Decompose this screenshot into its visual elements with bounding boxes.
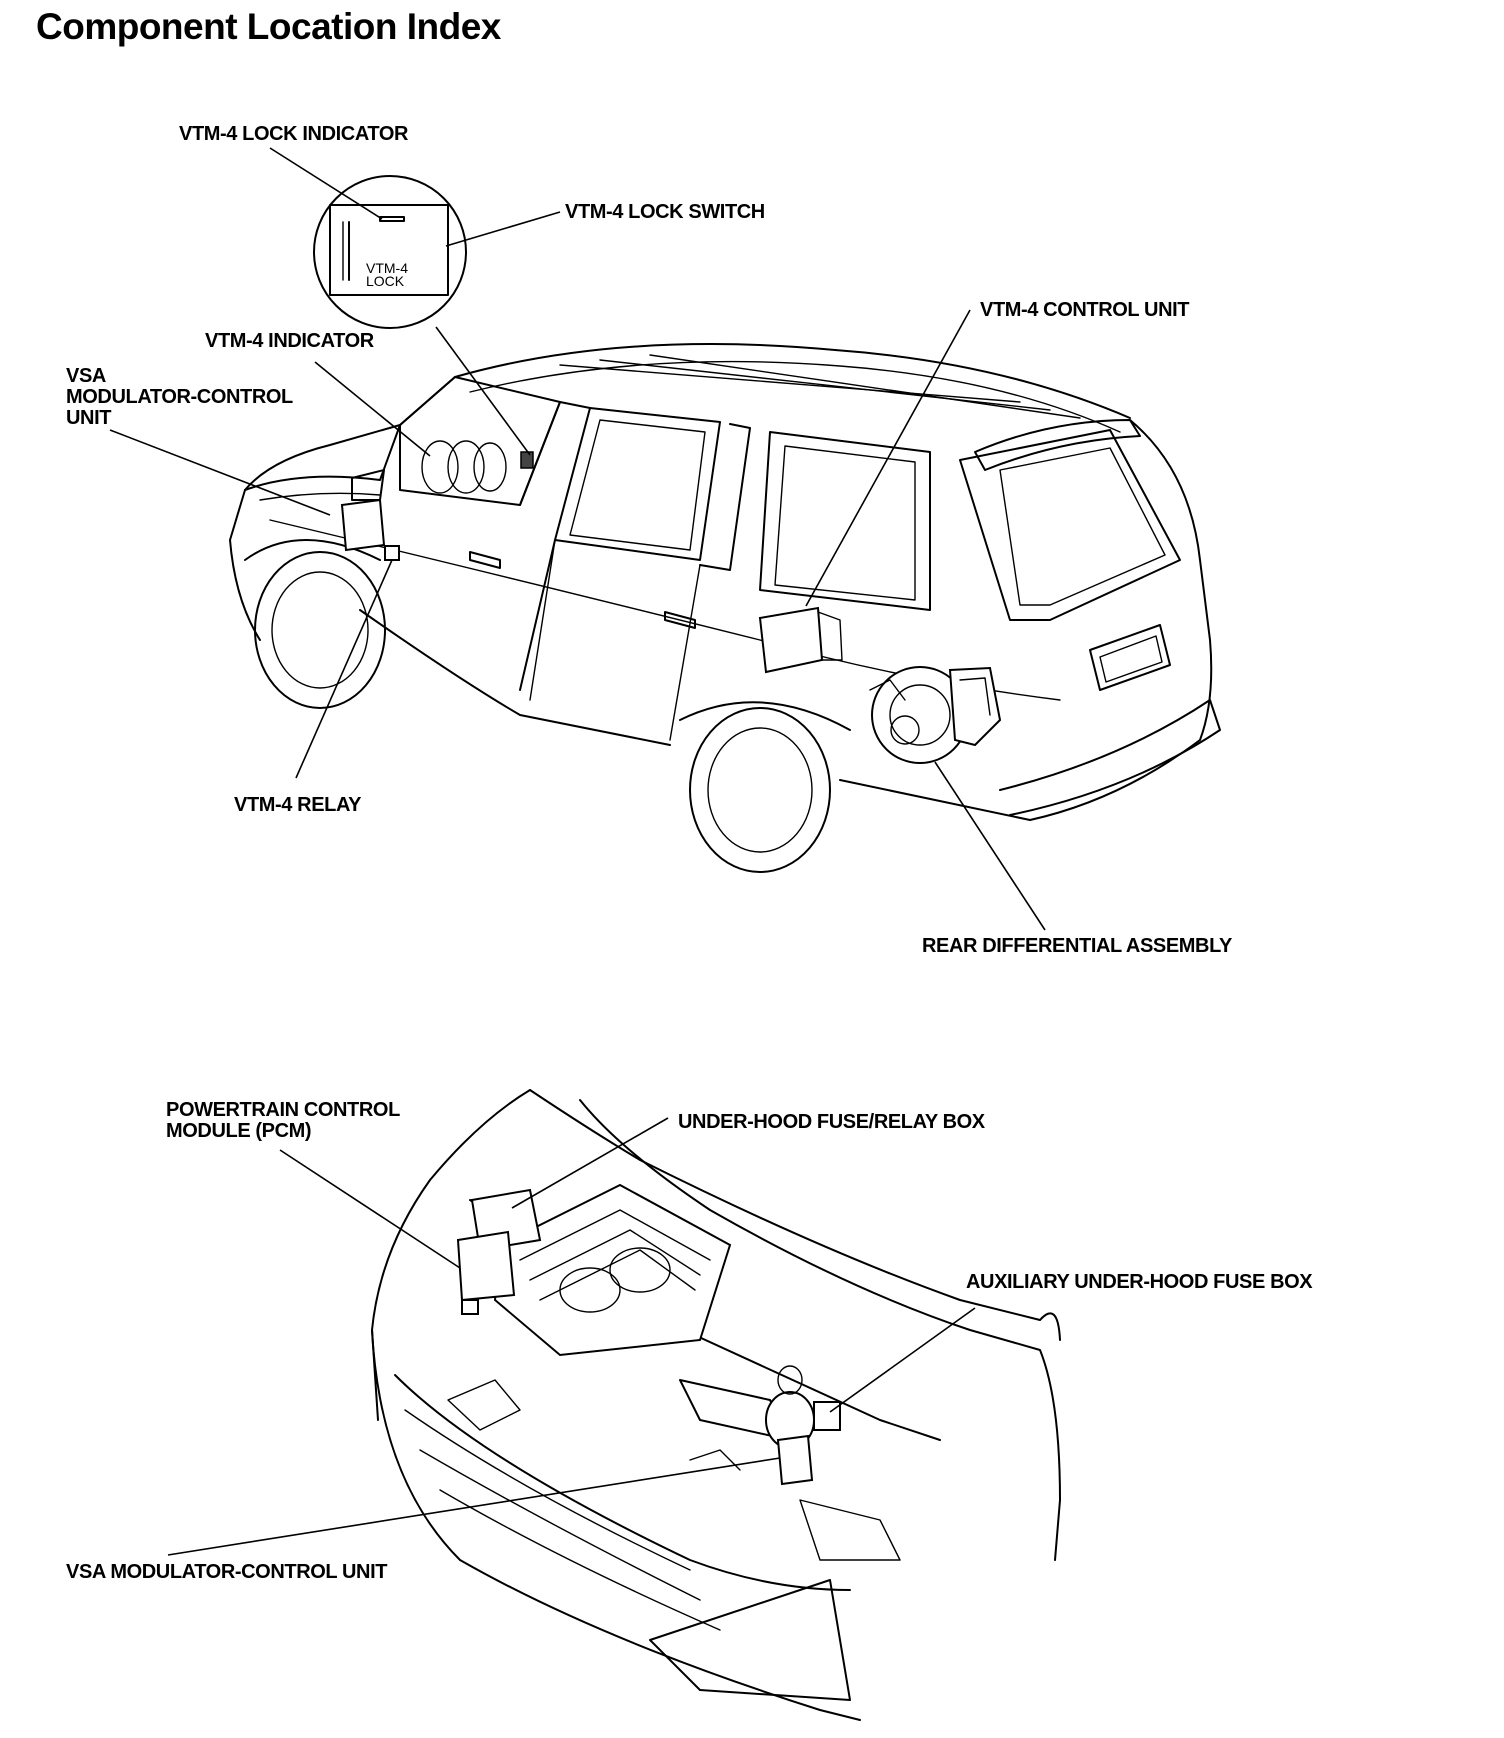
switch-legend-line-2: LOCK <box>366 273 405 289</box>
label-vsa-modulator-control-unit: VSA MODULATOR-CONTROL UNIT <box>66 366 293 429</box>
page-title: Component Location Index <box>36 6 501 47</box>
label-rear-differential-assembly: REAR DIFFERENTIAL ASSEMBLY <box>922 935 1233 957</box>
switch-legend-line-1: VTM-4 <box>366 260 408 276</box>
lock-switch-inset <box>313 175 531 456</box>
label-pcm: POWERTRAIN CONTROL MODULE (PCM) <box>166 1100 400 1142</box>
label-vtm4-relay: VTM-4 RELAY <box>234 794 362 816</box>
label-vsa-line-3: UNIT <box>66 407 112 429</box>
label-vtm4-control-unit: VTM-4 CONTROL UNIT <box>980 299 1190 321</box>
label-vsa-line-1: VSA <box>66 365 106 387</box>
engine-bay-illustration <box>371 1089 1061 1721</box>
vehicle-leaders <box>109 147 1046 931</box>
label-pcm-line-2: MODULE (PCM) <box>166 1120 312 1142</box>
label-vtm4-lock-indicator: VTM-4 LOCK INDICATOR <box>179 123 409 145</box>
label-vtm4-lock-switch: VTM-4 LOCK SWITCH <box>565 201 765 223</box>
engine-leaders <box>167 1117 976 1556</box>
label-vtm4-indicator: VTM-4 INDICATOR <box>205 330 374 352</box>
label-auxiliary-under-hood-fuse-box: AUXILIARY UNDER-HOOD FUSE BOX <box>966 1271 1313 1293</box>
label-under-hood-fuse-relay-box: UNDER-HOOD FUSE/RELAY BOX <box>678 1111 985 1133</box>
label-pcm-line-1: POWERTRAIN CONTROL <box>166 1099 400 1121</box>
switch-legend: VTM-4 LOCK <box>366 260 408 289</box>
vehicle-illustration <box>229 343 1221 873</box>
label-vsa-modulator-control-unit-engine: VSA MODULATOR-CONTROL UNIT <box>66 1561 388 1583</box>
label-vsa-line-2: MODULATOR-CONTROL <box>66 386 293 408</box>
